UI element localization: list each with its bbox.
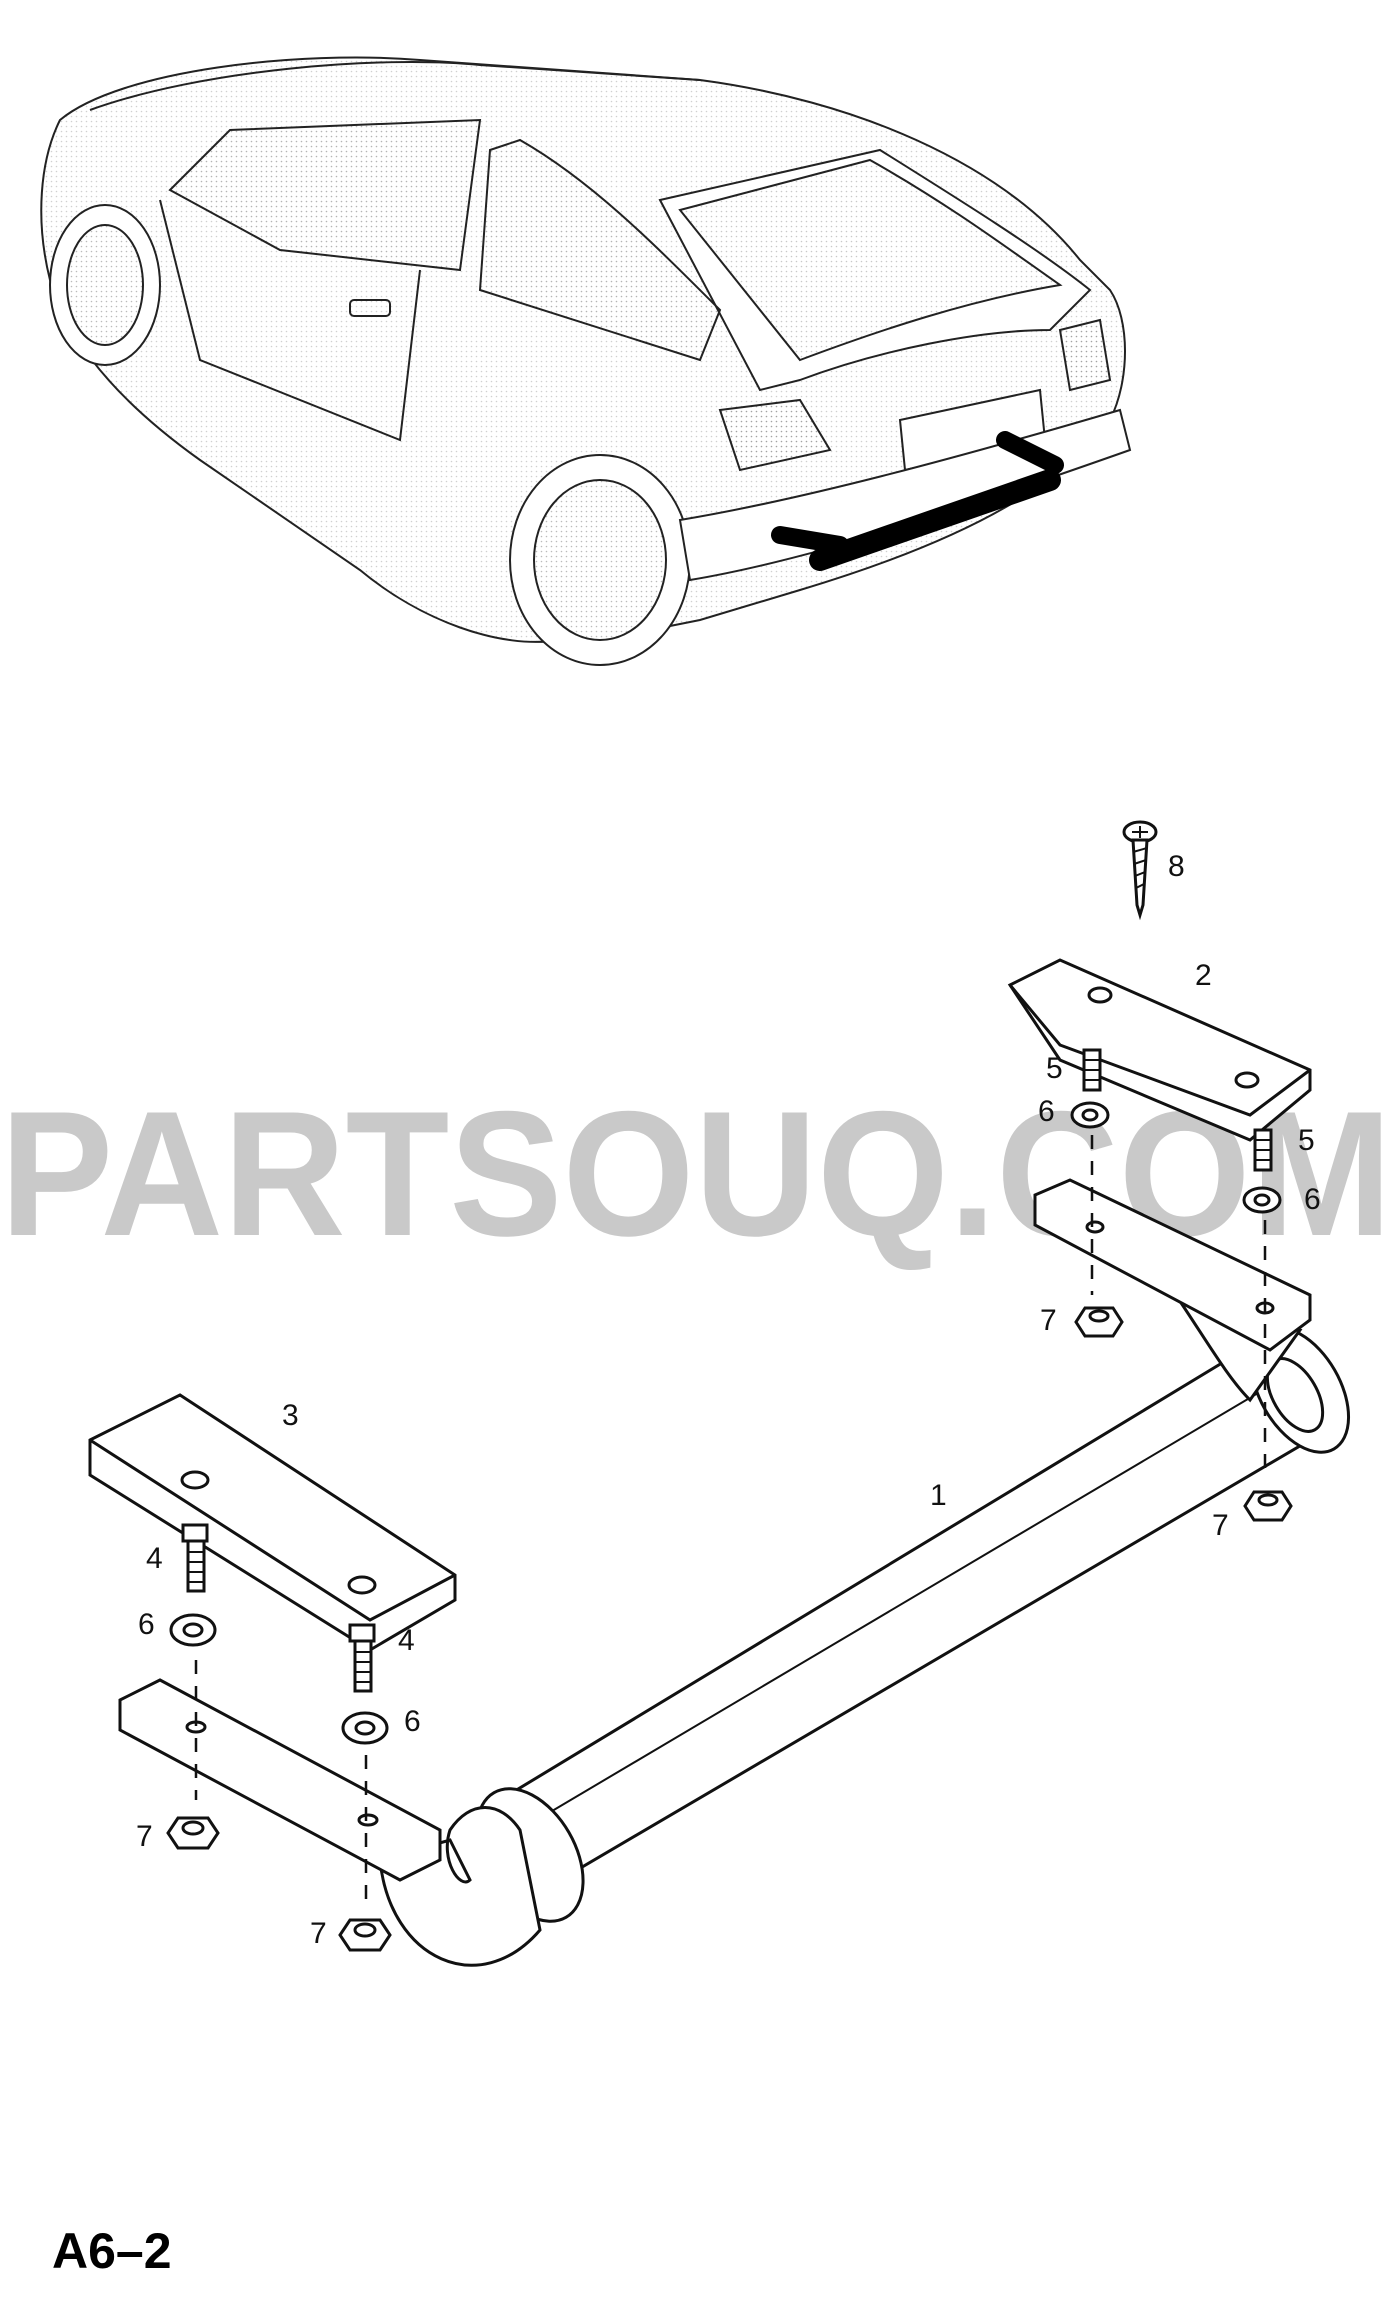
callout-7-upper: 7 (1040, 1304, 1057, 1337)
callout-5-right: 5 (1298, 1124, 1315, 1157)
callout-7-right: 7 (1212, 1509, 1229, 1542)
stud-5-left (1082, 1048, 1102, 1092)
right-lower-plate (1033, 1178, 1312, 1352)
bolt-4-right (348, 1623, 376, 1693)
callout-2: 2 (1195, 959, 1212, 992)
callout-6-right: 6 (1304, 1183, 1321, 1216)
page-id: A6–2 (52, 2223, 172, 2279)
callout-5-left: 5 (1046, 1052, 1063, 1085)
alignment-lines (194, 1135, 1267, 1905)
car-illustration (40, 56, 1132, 666)
callout-1: 1 (930, 1479, 947, 1512)
crossmember-tube (475, 1326, 1351, 1923)
left-end-bracket (378, 1806, 542, 1967)
highlighted-bar-on-car (771, 431, 1064, 571)
callout-4-left: 4 (146, 1542, 163, 1575)
callout-labels: 1 2 3 4 4 5 5 6 6 6 6 7 7 7 7 8 (136, 850, 1321, 1950)
callout-4-right: 4 (398, 1624, 415, 1657)
callout-6-upper: 6 (1038, 1095, 1055, 1128)
left-lower-plate (118, 1678, 442, 1882)
mounting-plate-3 (88, 1393, 457, 1652)
mounting-plate-2 (1007, 958, 1312, 1142)
stud-5-right (1253, 1128, 1273, 1172)
callout-3: 3 (282, 1399, 299, 1432)
nut-7 (166, 1306, 1293, 1952)
screw-8 (1122, 820, 1158, 921)
callout-6-mid: 6 (404, 1705, 421, 1738)
callout-8: 8 (1168, 850, 1185, 883)
callout-7-left: 7 (136, 1820, 153, 1853)
washer-6 (169, 1101, 1282, 1745)
callout-7-bottom: 7 (310, 1917, 327, 1950)
bolt-4-left (181, 1523, 209, 1593)
callout-6-left: 6 (138, 1608, 155, 1641)
